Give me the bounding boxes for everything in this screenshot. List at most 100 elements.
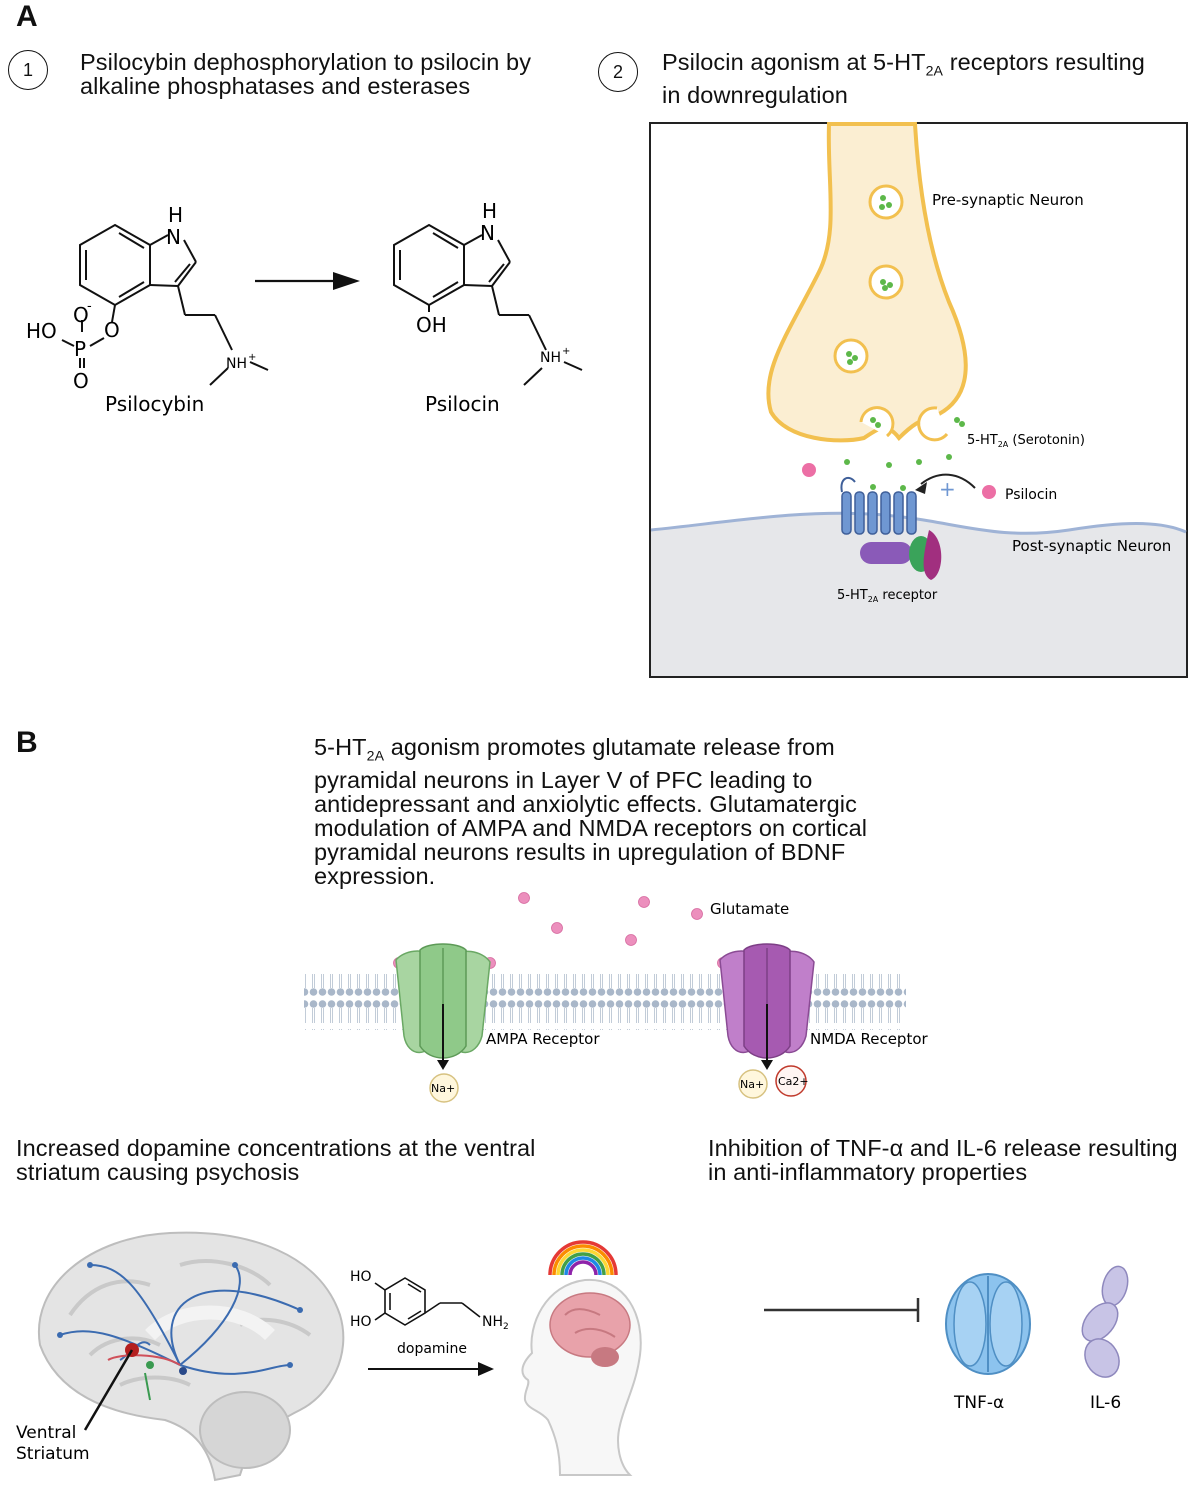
dopamine-nh: NH — [482, 1314, 503, 1330]
psilocybin-o-double: O — [73, 369, 89, 393]
panel-a-letter: A — [16, 0, 38, 33]
dephosphorylation-scheme: H N O O - HO P O NH + Psilocybin H N OH … — [26, 199, 583, 416]
vesicles — [833, 184, 904, 374]
serotonin-label-b: (Serotonin) — [1008, 433, 1085, 448]
psilocin-molecule — [802, 463, 816, 477]
post-synaptic-membrane — [650, 511, 1187, 535]
step-2-text-a: Psilocin agonism at 5-HT — [662, 49, 926, 75]
vta — [179, 1367, 187, 1375]
dopamine-nh-sub: 2 — [503, 1322, 509, 1332]
sodium-ion-label: Na+ — [740, 1078, 764, 1091]
psilocin-oh: OH — [416, 313, 447, 337]
step-2-line-2: in downregulation — [662, 81, 848, 108]
sodium-ion — [429, 1073, 459, 1103]
nmda-receptor — [719, 943, 815, 1059]
brain-highlight-folds — [564, 1308, 616, 1338]
lipid-bilayer — [304, 974, 906, 1030]
dopamine-ho-1: HO — [350, 1269, 372, 1285]
substantia-nigra — [146, 1361, 154, 1369]
step-2-text-b: receptors resulting — [943, 49, 1145, 75]
tnf-alpha-trimer — [945, 1273, 1031, 1375]
receptor-label-sub: 2A — [868, 595, 879, 604]
calcium-ion — [775, 1065, 807, 1097]
g-protein-gamma — [923, 530, 942, 580]
brain-highlight — [549, 1292, 631, 1358]
glutamate-description-line: expression. — [314, 862, 436, 889]
nmda-ion-arrow-head — [761, 1060, 773, 1070]
5ht2a-receptor-helices — [841, 491, 917, 535]
dopamine-heading: Increased dopamine concentrations at the… — [16, 1136, 536, 1184]
fusing-vesicle — [859, 406, 895, 438]
psilocin-label-synapse: Psilocin — [1005, 487, 1057, 503]
psilocybin-p: P — [74, 337, 86, 361]
psilocin-arrow — [920, 473, 976, 489]
dopamine-structure — [374, 1277, 481, 1326]
step-2-badge: 2 — [598, 52, 638, 92]
glutamate-description: 5-HT2A agonism promotes glutamate releas… — [314, 735, 954, 888]
glutamate-description-line: pyramidal neurons results in upregulatio… — [314, 838, 846, 865]
glutamate-description-line: antidepressant and anxiolytic effects. G… — [314, 790, 857, 817]
step-1-line-1: Psilocybin dephosphorylation to psilocin… — [80, 49, 532, 75]
desc-text-b: agonism promotes glutamate release from — [384, 734, 835, 760]
rainbow-icon — [548, 1240, 618, 1276]
sodium-ion-label: Na+ — [431, 1082, 455, 1095]
psilocybin-o-ester: O — [104, 318, 120, 342]
corpus-callosum — [145, 1305, 275, 1341]
fusing-vesicle — [917, 406, 949, 442]
step-2-heading: Psilocin agonism at 5-HT2A receptors res… — [662, 50, 1145, 107]
tnf-alpha-label: TNF-α — [953, 1393, 1004, 1413]
serotonin-molecules — [844, 195, 965, 491]
ampa-label: AMPA Receptor — [486, 1030, 600, 1048]
dopamine-ho-2: HO — [350, 1314, 372, 1330]
receptor-label: 5-HT2A receptor — [837, 588, 938, 604]
psilocybin-nh-charge: + — [248, 352, 256, 363]
serotonin-label-sub: 2A — [998, 440, 1009, 449]
ventral-striatum-pointer — [83, 1349, 134, 1431]
synapse-diagram: + Pre-synaptic Neuron 5-HT2A (Serotonin)… — [649, 122, 1188, 678]
psilocybin-minus-charge: - — [87, 299, 92, 314]
sodium-ion — [738, 1069, 768, 1099]
cytokine-inhibition-diagram: TNF-α IL-6 — [764, 1265, 1129, 1413]
psilocybin-structure — [61, 223, 269, 386]
projection-terminals — [57, 1262, 303, 1368]
dopamine-pathway-diagram: Ventral Striatum HO HO NH2 dopamine — [16, 1231, 642, 1482]
calcium-ion-label: Ca2+ — [778, 1075, 809, 1088]
psilocin-h: H — [482, 199, 497, 223]
dopamine-projections — [59, 1264, 301, 1375]
glutamate-description-line: modulation of AMPA and NMDA receptors on… — [314, 814, 868, 841]
nmda-label: NMDA Receptor — [810, 1030, 929, 1048]
mesolimbic-path — [107, 1354, 181, 1366]
reaction-arrow-head — [333, 272, 360, 290]
psilocin-molecule — [982, 485, 996, 499]
step-1-badge: 1 — [8, 50, 48, 90]
step-2-number: 2 — [612, 61, 623, 82]
psilocin-arrow-head — [915, 482, 927, 494]
psilocin-label: Psilocin — [425, 392, 500, 416]
psilocin-structure — [393, 223, 583, 386]
step-2-line-1: Psilocin agonism at 5-HT2A receptors res… — [662, 50, 1145, 83]
dopamine-nh2: NH2 — [482, 1314, 509, 1332]
step-1-line-2: alkaline phosphatases and esterases — [80, 73, 471, 99]
brain-gyri — [68, 1259, 312, 1387]
psilocybin-n: N — [166, 225, 181, 249]
dopamine-arrow-head — [478, 1362, 494, 1376]
receptor-label-b: receptor — [878, 588, 938, 603]
inflammation-heading-line-1: Inhibition of TNF-α and IL-6 release res… — [708, 1135, 1178, 1161]
post-synaptic-neuron — [651, 513, 1186, 676]
glutamate-label: Glutamate — [710, 900, 789, 918]
inflammation-heading-line-2: in anti-inflammatory properties — [708, 1159, 1028, 1185]
step-1-heading: Psilocybin dephosphorylation to psilocin… — [80, 50, 531, 98]
serotonin-label-a: 5-HT — [967, 433, 998, 448]
serotonin-label: 5-HT2A (Serotonin) — [967, 433, 1085, 449]
ventral-striatum-label-2: Striatum — [16, 1444, 90, 1464]
g-protein-alpha — [860, 542, 912, 564]
vesicle — [868, 184, 904, 220]
psilocybin-nh: NH — [226, 356, 247, 372]
inflammation-heading: Inhibition of TNF-α and IL-6 release res… — [708, 1136, 1178, 1184]
step-2-subscript: 2A — [925, 62, 944, 79]
psilocybin-label: Psilocybin — [105, 392, 204, 416]
psilocybin-h: H — [168, 203, 183, 227]
glutamate-description-line: pyramidal neurons in Layer V of PFC lead… — [314, 766, 813, 793]
psilocybin-ho: HO — [26, 319, 57, 343]
ventral-striatum-label-1: Ventral — [16, 1423, 76, 1443]
